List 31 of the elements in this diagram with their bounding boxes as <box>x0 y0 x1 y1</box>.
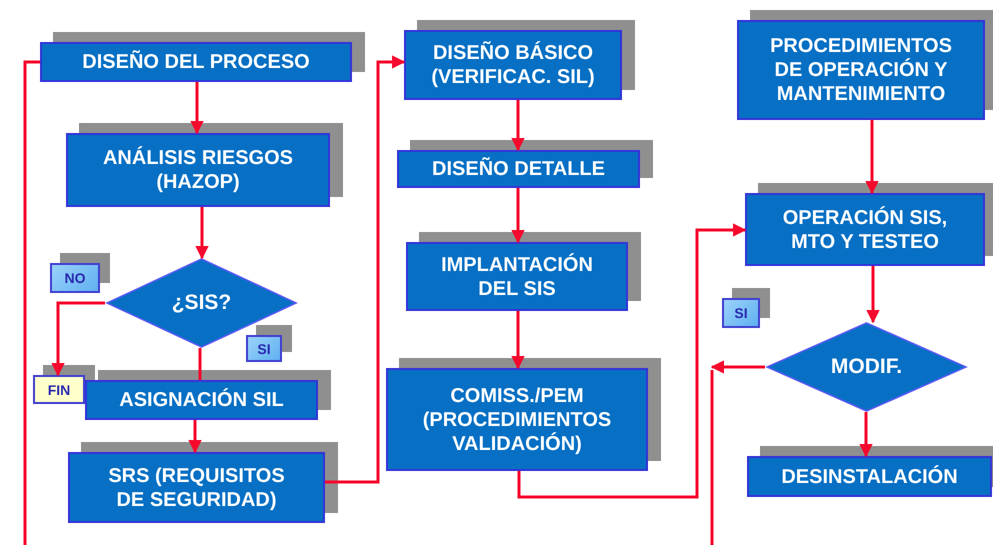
node-label: ASIGNACIÓN SIL <box>119 388 284 412</box>
arrow <box>865 120 879 194</box>
node-label: OPERACIÓN SIS, MTO Y TESTEO <box>782 206 948 254</box>
node-label: SI <box>734 305 748 321</box>
arrow <box>511 188 525 244</box>
node-label: SRS (REQUISITOS DE SEGURIDAD) <box>107 464 286 512</box>
arrow <box>511 311 525 370</box>
node-label: DISEÑO DETALLE <box>432 157 605 181</box>
node-label: ¿SIS? <box>172 291 232 315</box>
node-label: DISEÑO BÁSICO (VERIFICAC. SIL) <box>430 41 596 89</box>
node-label: DISEÑO DEL PROCESO <box>82 50 310 74</box>
arrow <box>51 302 105 376</box>
decision-diamond <box>765 322 968 412</box>
arrow <box>518 223 746 498</box>
arrow <box>511 100 525 152</box>
arrow <box>866 266 880 324</box>
node-label: DESINSTALACIÓN <box>781 464 958 488</box>
node-label: SI <box>257 340 271 356</box>
arrow <box>710 360 765 374</box>
node-label: FIN <box>48 382 70 398</box>
node-label: NO <box>64 270 86 286</box>
node-label: MODIF. <box>830 355 902 379</box>
arrow <box>325 55 406 484</box>
arrow <box>859 412 873 458</box>
arrow <box>190 82 204 134</box>
arrow <box>195 207 209 260</box>
node-label: IMPLANTACIÓN DEL SIS <box>440 252 594 300</box>
node-label: COMISS./PEM (PROCEDIMIENTOS VALIDACIÓN) <box>422 384 612 456</box>
arrow <box>188 420 202 454</box>
node-label: ANÁLISIS RIESGOS (HAZOP) <box>102 146 294 194</box>
node-label: PROCEDIMIENTOS DE OPERACIÓN Y MANTENIMIENTO <box>769 34 953 106</box>
